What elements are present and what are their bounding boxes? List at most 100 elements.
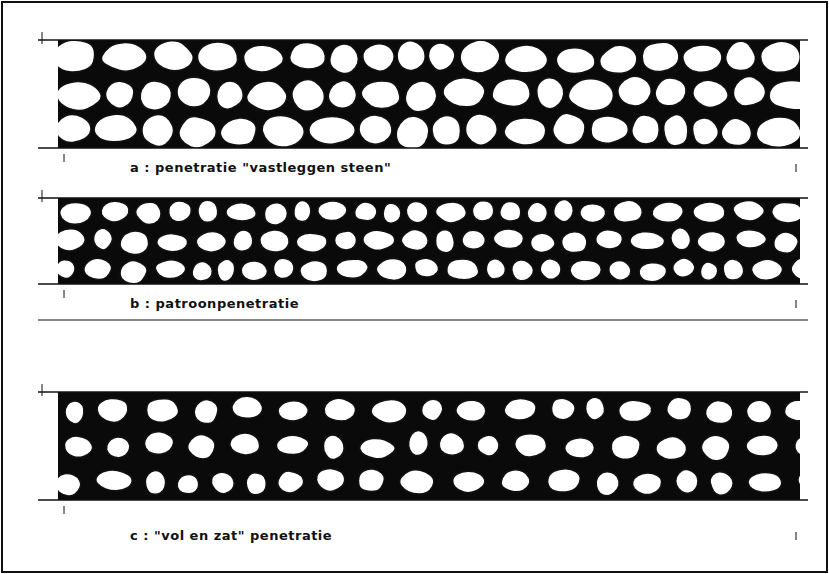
stone (140, 81, 172, 110)
stone (409, 430, 429, 455)
stone (565, 438, 595, 459)
stone (58, 114, 91, 142)
stone (795, 436, 800, 458)
stone (157, 234, 188, 252)
stone (596, 472, 619, 496)
stone (752, 259, 783, 280)
stone (553, 113, 585, 144)
stone (453, 471, 485, 493)
stone (294, 200, 311, 221)
stone (336, 259, 368, 278)
stone (547, 469, 580, 493)
stone (328, 81, 356, 109)
tick-mark (42, 384, 43, 396)
stone (179, 116, 216, 148)
stone (733, 200, 764, 221)
stone (465, 114, 497, 145)
stone (96, 470, 132, 491)
stone (428, 43, 455, 71)
stone (278, 471, 304, 493)
stone (472, 201, 493, 222)
stone (486, 259, 505, 279)
stone (376, 258, 407, 280)
stone (504, 118, 546, 145)
stone (211, 472, 234, 494)
stone (456, 400, 486, 421)
stone (613, 200, 642, 222)
stone (504, 45, 547, 73)
stone (335, 231, 357, 250)
stone (244, 45, 284, 72)
stone (515, 434, 547, 457)
stone (460, 40, 500, 73)
stone (64, 436, 92, 457)
stone (733, 76, 765, 106)
stone (233, 230, 253, 251)
stone (500, 201, 521, 221)
stone (609, 260, 631, 280)
tick-mark (64, 290, 65, 298)
stone (676, 469, 698, 493)
stone (736, 230, 767, 248)
stone (492, 79, 530, 107)
stone (226, 203, 256, 221)
stone (153, 41, 193, 71)
stone (436, 230, 455, 253)
stone (667, 397, 692, 420)
stone (568, 79, 613, 111)
stone (701, 435, 730, 461)
stone (246, 473, 266, 495)
layer-top-line (38, 39, 808, 41)
bitumen-fill (58, 198, 800, 284)
stone (330, 44, 359, 74)
stone (58, 260, 75, 279)
stone (194, 400, 218, 424)
layer-bottom-line (38, 147, 808, 149)
stone (397, 41, 425, 71)
panel-caption: a : penetratie "vastleggen steen" (128, 160, 393, 175)
stone (554, 200, 574, 222)
tick-mark (796, 164, 797, 172)
stone (600, 45, 637, 73)
stone (58, 40, 95, 72)
bitumen-fill (58, 392, 800, 500)
stone (396, 116, 429, 148)
tick-mark (42, 190, 43, 202)
stone (632, 115, 660, 144)
stone (363, 230, 395, 250)
stone (101, 201, 129, 222)
stone (93, 228, 112, 250)
stone (145, 470, 165, 494)
stone (383, 203, 401, 223)
stone (309, 117, 355, 145)
stone (710, 472, 733, 496)
stone (371, 399, 407, 423)
stone (435, 202, 466, 223)
stone (177, 474, 199, 494)
stone (363, 44, 394, 71)
stone (58, 229, 85, 251)
stone (136, 202, 162, 224)
stone (278, 401, 308, 421)
stone (192, 261, 212, 281)
stone (512, 260, 534, 281)
stone (220, 118, 256, 145)
stone (323, 435, 344, 460)
stone (447, 259, 479, 280)
stone (580, 204, 606, 223)
stone (414, 258, 438, 277)
stone-layers (38, 32, 829, 540)
stone (540, 259, 561, 280)
stone (537, 78, 564, 109)
stone (619, 400, 652, 421)
stone (358, 469, 384, 492)
stone (791, 258, 800, 280)
stone (596, 230, 623, 249)
stone (700, 262, 717, 280)
stone (105, 81, 133, 108)
stone (530, 233, 555, 252)
stone (177, 77, 211, 107)
stone (401, 230, 428, 251)
